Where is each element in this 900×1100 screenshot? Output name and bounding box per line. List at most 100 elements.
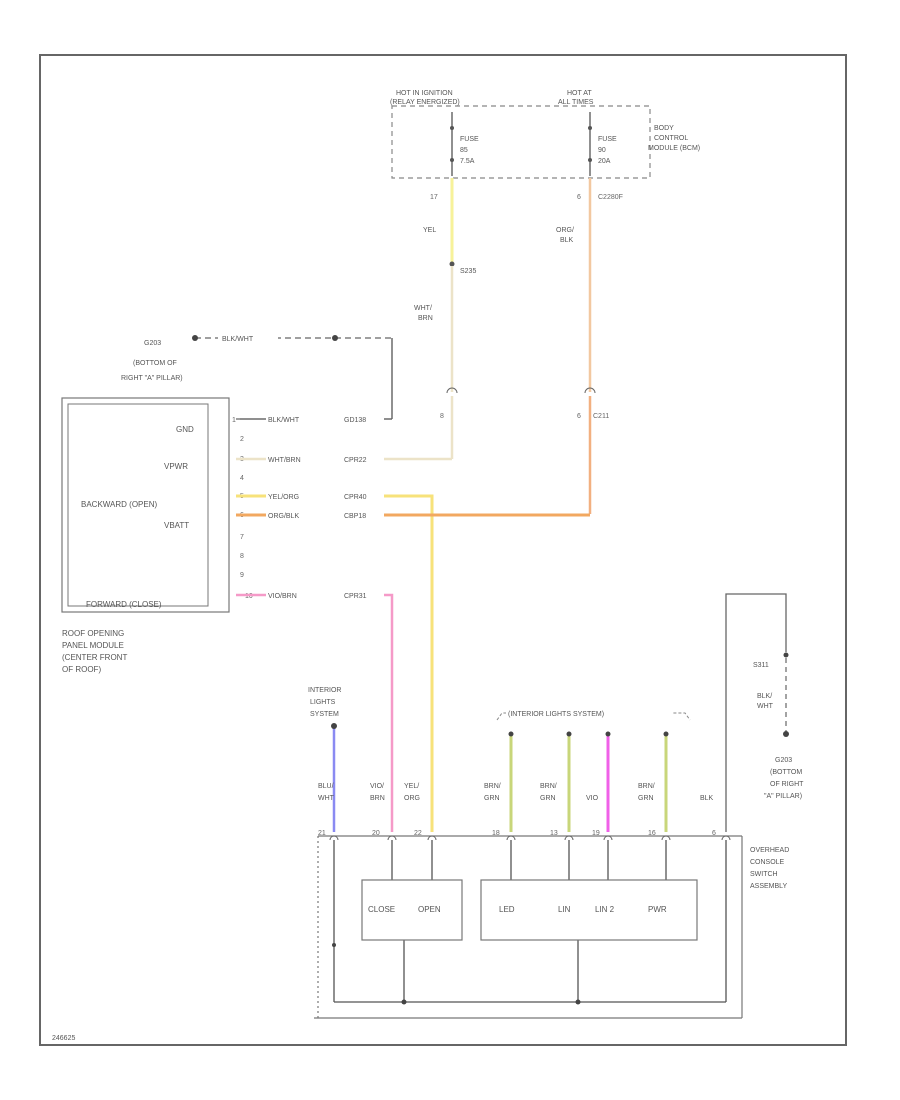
- console-pin-6-conn: [721, 835, 731, 841]
- bcm-label-1: BODY: [654, 125, 674, 132]
- ropm-wire-forward-color: VIO/BRN: [268, 593, 297, 600]
- ropm-wire-gnd-label-bg: [266, 413, 384, 425]
- ropm-box-outer: [61, 397, 230, 613]
- splice-s235: [449, 261, 455, 267]
- lights-lin2: LIN 2: [595, 905, 615, 914]
- console-pin-13-conn: [564, 835, 574, 841]
- connector-c211-right: [584, 387, 596, 394]
- ground-top-label-1: G203: [144, 340, 161, 347]
- fuse1-dot-top: [450, 126, 454, 130]
- wire-brn-grn-2-dot: [566, 731, 572, 737]
- ground-right-label-2: (BOTTOM: [770, 769, 802, 776]
- ground-right-wire: [725, 593, 787, 832]
- splice-s235-label: S235: [460, 268, 476, 275]
- interior-group-label: (INTERIOR LIGHTS SYSTEM): [508, 711, 604, 718]
- ground-top: BLK/WHT G203 (BOTTOM OF RIGHT "A" PILLAR…: [121, 332, 393, 420]
- ropm-name-1: ROOF OPENING: [62, 629, 124, 638]
- bcm-hot1-line2: (RELAY ENERGIZED): [390, 99, 460, 106]
- cw-label-5a: BRN/: [540, 783, 557, 790]
- roof-switch-box: [361, 879, 463, 941]
- console-pin-19-conn: [603, 835, 613, 841]
- ground-top-conn-dot: [332, 335, 338, 341]
- ropm-pin8-num: 8: [240, 553, 244, 560]
- console-pins: 21 20 22 18 13 19 16 6: [318, 830, 731, 841]
- connector-c211-left: [446, 387, 458, 394]
- ropm-pin10-num: 10: [245, 593, 253, 600]
- c211-pin1: 8: [440, 413, 444, 420]
- roof-switch-open: OPEN: [418, 905, 441, 914]
- diagram-frame: [39, 54, 847, 1046]
- wire-org-blk-label-1: ORG/: [556, 227, 574, 234]
- fuse2-dot-top: [588, 126, 592, 130]
- console-pin-20-conn: [387, 835, 397, 841]
- ropm-name-4: OF ROOF): [62, 665, 101, 674]
- bcm-hot2-line2: ALL TIMES: [558, 99, 594, 106]
- ropm-name-3: (CENTER FRONT: [62, 653, 127, 662]
- interior-lights: INTERIOR LIGHTS SYSTEM (INTERIOR LIGHTS …: [308, 687, 691, 832]
- roof-switch-close: CLOSE: [368, 905, 395, 914]
- ground-top-wire-label: BLK/WHT: [222, 336, 254, 343]
- ropm-wire-forward-circ: CPR31: [344, 593, 367, 600]
- bcm-hot2-line1: HOT AT: [567, 90, 592, 97]
- wire-yel-label: YEL: [423, 227, 436, 234]
- cw-label-7a: BRN/: [638, 783, 655, 790]
- interior-light-label-2: LIGHTS: [310, 699, 336, 706]
- bcm-label-2: CONTROL: [654, 135, 688, 142]
- c211-connector: C211: [593, 413, 609, 420]
- feed-wires: YEL S235 WHT/ BRN ORG/ BLK 8 6 C211: [414, 178, 609, 514]
- ground-top-label-3: RIGHT "A" PILLAR): [121, 375, 183, 382]
- ropm-pin3-label: VPWR: [164, 462, 188, 471]
- footer-id: 246625: [52, 1035, 75, 1042]
- ropm-module: GND VPWR BACKWARD (OPEN) VBATT FORWARD (…: [61, 397, 590, 832]
- ground-right-label-4: "A" PILLAR): [764, 793, 802, 800]
- ground-right-label-1: G203: [775, 757, 792, 764]
- fuse2-label-1: FUSE: [598, 136, 617, 143]
- fuse2-label-2: 90: [598, 147, 606, 154]
- cw-label-4a: BRN/: [484, 783, 501, 790]
- lights-lin: LIN: [558, 905, 571, 914]
- ropm-wire-vpwr-label-bg: [266, 453, 384, 465]
- interior-light-label-1: INTERIOR: [308, 687, 341, 694]
- ground-right-wire-2: WHT: [757, 703, 774, 710]
- ropm-wire-backward-circ: CPR40: [344, 494, 367, 501]
- ropm-wire-forward-label-bg: [266, 589, 384, 601]
- cw-label-5b: GRN: [540, 795, 556, 802]
- ropm-pin10-label: FORWARD (CLOSE): [86, 600, 162, 609]
- console-internal-wiring: [332, 840, 727, 1005]
- ropm-pin2-num: 2: [240, 436, 244, 443]
- ropm-pin5-label: BACKWARD (OPEN): [81, 500, 157, 509]
- ropm-pin1-label: GND: [176, 425, 194, 434]
- fuse1-dot-bottom: [450, 158, 454, 162]
- console-name-4: ASSEMBLY: [750, 883, 788, 890]
- console-pin-18: 18: [492, 830, 500, 837]
- console-name-2: CONSOLE: [750, 859, 785, 866]
- wire-brn-grn-1-dot: [508, 731, 514, 737]
- console-name-3: SWITCH: [750, 871, 778, 878]
- fuse2-label-3: 20A: [598, 158, 611, 165]
- ropm-wire-vbatt-circ: CBP18: [344, 513, 366, 520]
- console-pin-13: 13: [550, 830, 558, 837]
- interior-group-label-bg: [506, 707, 672, 719]
- ground-right-label-3: OF RIGHT: [770, 781, 804, 788]
- bcm-dashed-box: [391, 105, 651, 179]
- ground-top-label-2: (BOTTOM OF: [133, 360, 177, 367]
- cw-label-2a: VIO/: [370, 783, 384, 790]
- bcm-section: HOT IN IGNITION (RELAY ENERGIZED) HOT AT…: [390, 90, 700, 201]
- cw-label-8a: BLK: [700, 795, 714, 802]
- ground-right: S311 BLK/ WHT G203 (BOTTOM OF RIGHT "A" …: [725, 593, 804, 832]
- bcm-connector: C2280F: [598, 194, 623, 201]
- lights-led: LED: [499, 905, 515, 914]
- ropm-wire-vpwr-color: WHT/BRN: [268, 457, 301, 464]
- int-wire-21-node: [332, 943, 336, 947]
- ground-right-dot: [783, 731, 789, 737]
- ground-top-label-bg: [218, 332, 278, 344]
- console-pin-6: 6: [712, 830, 716, 837]
- console-pin-21: 21: [318, 830, 326, 837]
- cw-label-1a: BLU/: [318, 783, 334, 790]
- ropm-pin4-num: 4: [240, 475, 244, 482]
- ropm-wire-gnd-circ: GD138: [344, 417, 366, 424]
- ropm-pin7-num: 7: [240, 534, 244, 541]
- interior-light-dot: [331, 723, 337, 729]
- console-pin-19: 19: [592, 830, 600, 837]
